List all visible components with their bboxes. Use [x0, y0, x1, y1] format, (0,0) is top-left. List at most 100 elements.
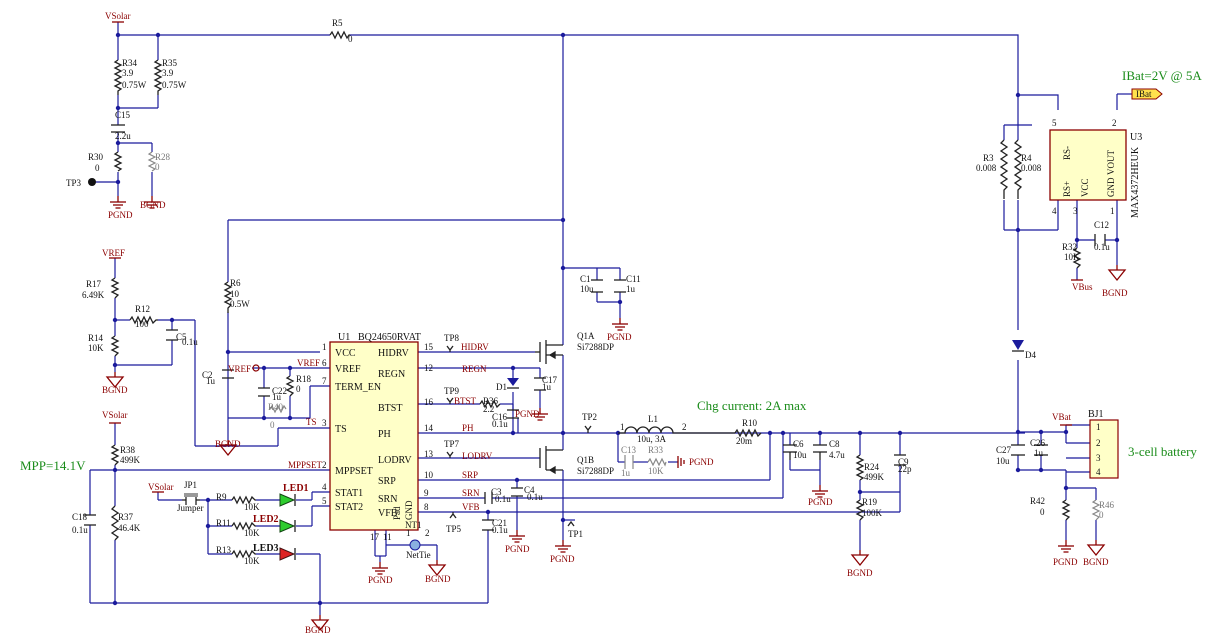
u1-pin-num-l2: 7	[322, 376, 327, 386]
label-nets-regn: REGN	[462, 364, 487, 374]
ground-label-pgnd_g: PGND	[808, 497, 833, 507]
label-parts-R37-val: 46.4K	[118, 523, 141, 533]
C1-symbol	[591, 279, 603, 293]
label-parts-R40-val: 0	[270, 420, 275, 430]
ground-label-bgnd_a: BGND	[140, 200, 166, 210]
label-parts-R6-val: 10	[230, 289, 240, 299]
u1-pin-name-r5: SRP	[378, 476, 396, 487]
led1-ref: LED1	[283, 483, 309, 494]
u1-pin-num-r5: 10	[424, 470, 434, 480]
label-nets-mppset: MPPSET	[288, 460, 323, 470]
u1-pin-name-r6: SRN	[378, 494, 397, 505]
ground-label-bgnd_g: BGND	[305, 625, 331, 635]
label-parts-TP9-ref: TP9	[444, 386, 460, 396]
label-notes-chg: Chg current: 2A max	[697, 398, 807, 413]
nt1-n1: 1	[406, 528, 411, 538]
bj1-p4: 4	[1096, 467, 1101, 477]
label-nets-vref_net: VREF	[297, 358, 320, 368]
label-parts-R46-val: 0	[1099, 510, 1104, 520]
label-parts-TP7-ref: TP7	[444, 439, 460, 449]
u1-pin-name-l5: STAT1	[335, 488, 363, 499]
bj1-p2: 2	[1096, 438, 1101, 448]
u1-pad: Pad	[392, 506, 402, 520]
label-parts-JP1-ref: JP1	[184, 480, 197, 490]
led3-ref: LED3	[253, 543, 279, 554]
label-parts-R36-ref: R36	[483, 396, 499, 406]
label-parts-R18-ref: R18	[296, 374, 312, 384]
bj1-connector: 1 2 3 4 BJ1	[1088, 409, 1119, 479]
ground-pgnd_a	[109, 195, 127, 209]
label-parts-R5-val: 0	[348, 34, 353, 44]
C11-symbol	[614, 279, 626, 293]
label-parts-R33-val: 10K	[648, 466, 664, 476]
u1-pin-name-r4: LODRV	[378, 455, 412, 466]
u1-pin-name-l1: VREF	[335, 364, 361, 375]
label-parts-D4-ref: D4	[1025, 350, 1036, 360]
C22-symbol	[258, 387, 270, 397]
label-parts-R24-ref: R24	[864, 462, 880, 472]
wires	[89, 22, 1132, 615]
u1-pin-num-r6: 9	[424, 488, 429, 498]
label-parts-C11-val: 1u	[626, 284, 636, 294]
ground-label-bgnd_h: BGND	[1083, 557, 1109, 567]
label-nets-ts: TS	[306, 417, 317, 427]
label-parts-R42-val: 0	[1040, 507, 1045, 517]
label-parts-R33-ref: R33	[648, 445, 664, 455]
ground-pgnd_d	[371, 561, 389, 575]
label-parts-R38-val: 499K	[120, 455, 141, 465]
label-nets-vref_left: VREF	[102, 248, 125, 258]
label-parts-R42-ref: R42	[1030, 496, 1045, 506]
label-parts-R10-val: 20m	[736, 436, 752, 446]
label-parts-R28-ref: R28	[155, 152, 171, 162]
u1-pin-num-l4: 2	[322, 460, 327, 470]
R34-symbol	[113, 59, 123, 95]
u1-pin-num-l5: 4	[322, 482, 327, 492]
ground-label-bgnd_b: BGND	[1102, 288, 1128, 298]
label-parts-C16-ref: C16	[492, 412, 508, 422]
label-parts-R13-val: 10K	[244, 556, 260, 566]
C13-symbol	[624, 455, 634, 469]
label-parts-C6-val: 10u	[793, 450, 807, 460]
nt1-n2: 2	[425, 528, 430, 538]
label-parts-C18-val: 0.1u	[72, 525, 88, 535]
tp9-symbol	[446, 397, 454, 404]
label-parts-R34-ref: R34	[122, 58, 138, 68]
label-parts-R6-ref: R6	[230, 278, 241, 288]
label-parts-Q1B-ref: Q1B	[577, 455, 594, 465]
label-parts-C21-ref: C21	[492, 518, 507, 528]
ground-pgnd_f	[554, 539, 572, 553]
u1-pin-name-l4: MPPSET	[335, 466, 373, 477]
label-parts-R9-ref: R9	[216, 492, 227, 502]
q1b-mosfet	[539, 446, 563, 475]
label-parts-R3-ref: R3	[983, 153, 994, 163]
label-parts-C8-ref: C8	[829, 439, 840, 449]
nt1-nettie: NT1 1 2 NetTie	[405, 520, 431, 560]
R35-symbol	[153, 59, 163, 95]
R9-symbol	[231, 495, 256, 505]
label-parts-R4-ref: R4	[1021, 153, 1032, 163]
u1-pin-name-l0: VCC	[335, 348, 356, 359]
tp8-symbol	[446, 345, 454, 352]
label-nets-srn: SRN	[462, 488, 480, 498]
C3-symbol	[484, 492, 493, 504]
label-parts-R30-ref: R30	[88, 152, 104, 162]
u3-part: MAX4372HEUK	[1130, 146, 1141, 218]
label-parts-R34-val2: 0.75W	[122, 80, 147, 90]
R37-symbol	[110, 505, 120, 541]
label-parts-R35-val2: 0.75W	[162, 80, 187, 90]
label-parts-JP1-val: Jumper	[177, 503, 204, 513]
C2-symbol	[222, 369, 234, 379]
label-parts-C13-val: 1u	[621, 468, 631, 478]
R38-symbol	[110, 444, 120, 466]
label-nets-srp: SRP	[462, 470, 478, 480]
ground-label-bgnd_f: BGND	[847, 568, 873, 578]
ground-label-pgnd_f: PGND	[550, 554, 575, 564]
label-parts-R34-val: 3.9	[122, 68, 134, 78]
q1a-mosfet	[535, 340, 563, 364]
tp2-symbol	[584, 425, 592, 433]
ground-bgnd_h	[1087, 539, 1105, 556]
label-parts-R14-ref: R14	[88, 333, 104, 343]
ground-bgnd_f	[851, 549, 869, 566]
label-parts-R37-ref: R37	[118, 512, 134, 522]
label-parts-R3-val: 0.008	[976, 163, 997, 173]
